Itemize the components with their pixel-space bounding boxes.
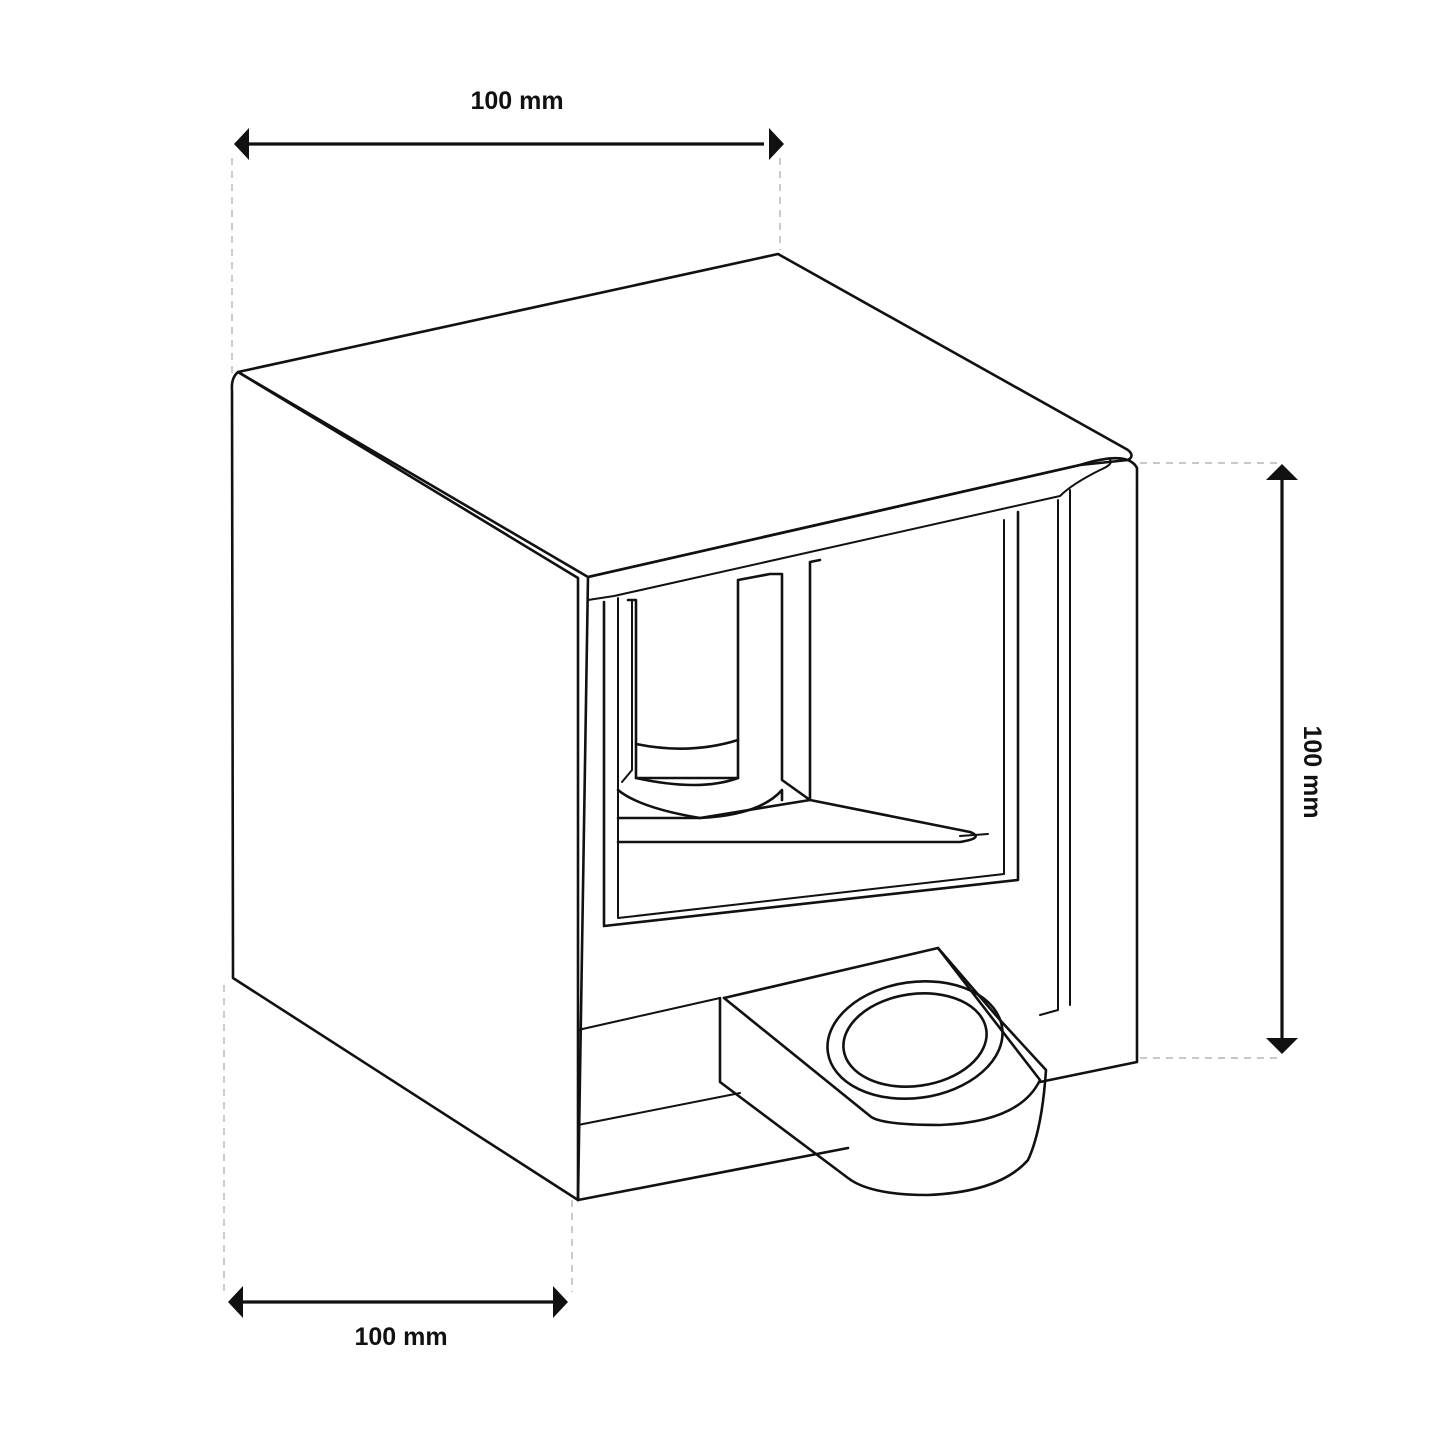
drip-grate-inner [842, 992, 988, 1088]
height-arrow-bottom [1266, 1038, 1298, 1054]
cup-ring-top [634, 738, 740, 750]
drip-tray-top [722, 946, 1042, 1127]
drip-grate-outer [826, 979, 1004, 1101]
dimension-height: 100 mm [1266, 464, 1326, 1054]
drip-plate-edge [959, 833, 989, 837]
front-base-strip [576, 1146, 850, 1202]
drip-tray [718, 946, 1048, 1197]
width-arrow-left [234, 128, 249, 160]
spout-base [616, 788, 784, 820]
dispenser-column-inner [621, 599, 633, 783]
depth-arrow-right [553, 1286, 568, 1318]
height-label: 100 mm [1298, 725, 1326, 818]
dimension-width: 100 mm [234, 87, 784, 160]
guide-lines [223, 158, 1282, 1292]
height-arrow-top [1266, 464, 1298, 480]
left-face [230, 370, 580, 1202]
width-arrow-right [769, 128, 784, 160]
depth-arrow-left [228, 1286, 243, 1318]
front-face [576, 456, 1139, 1202]
front-base-line-2 [577, 997, 721, 1031]
width-label: 100 mm [470, 87, 563, 115]
dimension-depth: 100 mm [228, 1286, 568, 1351]
right-inner-rail [1039, 489, 1071, 1016]
drip-plate [616, 798, 977, 844]
cup-ring-bottom [634, 776, 740, 787]
dispenser-column [626, 558, 822, 802]
dispenser-bay-back [617, 519, 1005, 919]
top-lip-groove [587, 459, 1112, 601]
device-outline [230, 252, 1139, 1202]
top-face [236, 252, 1133, 579]
front-base-line-1 [577, 1092, 741, 1126]
dispenser-bay-frame [602, 510, 1020, 928]
depth-label: 100 mm [354, 1323, 447, 1351]
